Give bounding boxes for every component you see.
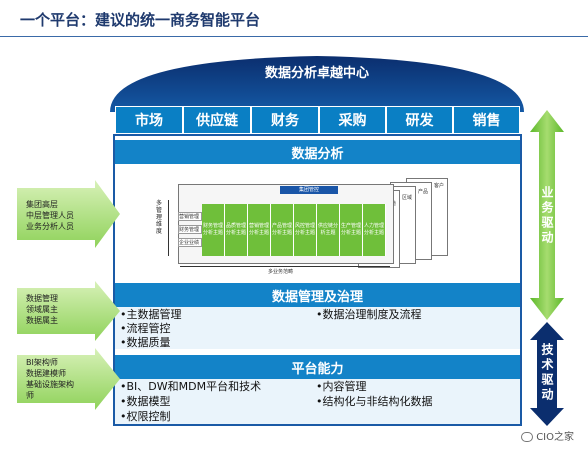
tech-driven-label: 技术驱动 bbox=[540, 343, 554, 403]
cube-side-label: 多管理维度 bbox=[156, 200, 163, 235]
cube-layer-label: 产品 bbox=[418, 189, 429, 195]
cube-row-label: 营销管理 bbox=[178, 212, 202, 221]
cube-column: 财务管理分析主题 bbox=[202, 204, 225, 256]
roles-arrow-analysts bbox=[17, 180, 120, 248]
cube-side-axis bbox=[168, 200, 169, 256]
cube-row-label: 财务管理 bbox=[178, 225, 202, 234]
cube-layer-label: 客户 bbox=[434, 183, 445, 189]
cube-columns: 财务管理分析主题 品质管理分析主题 营销管理分析主题 产品管理分析主题 风控管理… bbox=[202, 204, 386, 256]
roles-arrow-architects bbox=[17, 348, 120, 410]
business-driven-arrow bbox=[530, 110, 564, 320]
analytics-title: 数据分析 bbox=[115, 140, 520, 164]
watermark: CIO之家 bbox=[521, 428, 574, 443]
tab-market[interactable]: 市场 bbox=[115, 106, 183, 134]
platform-item: •数据模型 bbox=[120, 395, 171, 408]
platform-item: •权限控制 bbox=[120, 410, 171, 423]
tab-supply-chain[interactable]: 供应链 bbox=[183, 106, 251, 134]
analytics-cube: 客户 产品 区域 渠道 集团管控 营销管理 财务管理 企业业绩 财务管理分析主题… bbox=[140, 170, 450, 275]
cube-layer-label: 区域 bbox=[402, 195, 413, 201]
dome-banner bbox=[110, 56, 524, 112]
role-label: 基础设施架构 bbox=[26, 380, 74, 389]
cube-column: 品质管理分析主题 bbox=[225, 204, 248, 256]
cube-top-label: 集团管控 bbox=[280, 186, 338, 194]
cube-bottom-label: 多业务范畴 bbox=[268, 269, 294, 275]
role-label: 集团高层 bbox=[26, 200, 58, 209]
chat-bubble-icon bbox=[521, 432, 534, 442]
tab-rnd[interactable]: 研发 bbox=[386, 106, 453, 134]
cube-column: 人力管理分析主题 bbox=[363, 204, 386, 256]
platform-item: •内容管理 bbox=[316, 380, 367, 393]
governance-item: •主数据管理 bbox=[120, 308, 182, 321]
cube-column: 产品管理分析主题 bbox=[271, 204, 294, 256]
tab-sales[interactable]: 销售 bbox=[453, 106, 520, 134]
dome-label: 数据分析卓越中心 bbox=[264, 66, 369, 81]
cube-column: 营销管理分析主题 bbox=[248, 204, 271, 256]
tab-finance[interactable]: 财务 bbox=[251, 106, 319, 134]
page-title: 一个平台：建议的统一商务智能平台 bbox=[20, 11, 261, 29]
platform-title: 平台能力 bbox=[115, 355, 520, 379]
platform-item: •BI、DW和MDM平台和技术 bbox=[120, 380, 262, 393]
role-label: 业务分析人员 bbox=[26, 222, 74, 231]
cube-column: 风控管理分析主题 bbox=[294, 204, 317, 256]
cube-bottom-axis bbox=[180, 266, 390, 267]
tech-driven-arrow bbox=[530, 322, 564, 426]
title-rule bbox=[0, 36, 588, 37]
tab-procurement[interactable]: 采购 bbox=[319, 106, 386, 134]
governance-title: 数据管理及治理 bbox=[115, 283, 520, 307]
role-label: 领域属主 bbox=[26, 305, 58, 314]
cube-column: 生产管理分析主题 bbox=[340, 204, 363, 256]
governance-item: •数据质量 bbox=[120, 336, 171, 349]
governance-item: •流程管控 bbox=[120, 322, 171, 335]
role-label: 师 bbox=[26, 391, 34, 400]
role-label: 数据属主 bbox=[26, 316, 58, 325]
role-label: BI架构师 bbox=[26, 358, 58, 367]
roles-arrow-stewards bbox=[17, 281, 120, 341]
platform-body bbox=[115, 379, 520, 424]
platform-item: •结构化与非结构化数据 bbox=[316, 395, 433, 408]
cube-column: 供应链分析主题 bbox=[317, 204, 340, 256]
cube-row-label: 企业业绩 bbox=[178, 238, 202, 247]
business-driven-label: 业务驱动 bbox=[540, 186, 554, 246]
role-label: 数据建模师 bbox=[26, 369, 66, 378]
role-label: 中层管理人员 bbox=[26, 211, 74, 220]
governance-item: •数据治理制度及流程 bbox=[316, 308, 422, 321]
governance-body bbox=[115, 307, 520, 349]
role-label: 数据管理 bbox=[26, 294, 58, 303]
watermark-text: CIO之家 bbox=[536, 432, 574, 443]
